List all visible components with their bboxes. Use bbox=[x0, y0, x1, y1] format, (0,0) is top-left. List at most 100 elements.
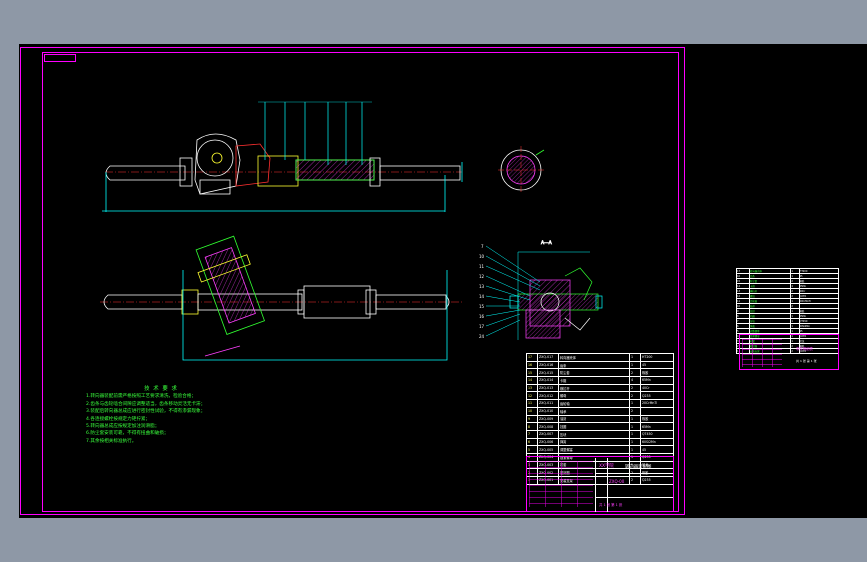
tech-line: 6.防尘套安装可靠，不得有扭曲和破损； bbox=[86, 431, 169, 437]
bom-cell-name: 调整螺塞 bbox=[558, 445, 630, 454]
bom-cell-name: 齿轮轴 bbox=[558, 399, 630, 408]
bom-cell-qty: 1 bbox=[629, 445, 641, 454]
bom-cell-code: ZXQ-011 bbox=[537, 399, 559, 408]
drawing-name: 转向器装配图 bbox=[625, 465, 652, 470]
bom-cell-name: 螺母 bbox=[558, 391, 630, 401]
bom-cell-qty: 1 bbox=[629, 422, 641, 431]
tech-line: 4.各连接螺栓按规定力矩拧紧； bbox=[86, 416, 151, 422]
bom-cell-mat: 45 bbox=[640, 360, 674, 370]
svg-text:14: 14 bbox=[479, 294, 485, 299]
bom-cell-qty: 1 bbox=[629, 437, 641, 447]
bom-cell-mat: 60Si2Mn bbox=[640, 437, 674, 447]
bom-cell-no: 14 bbox=[526, 376, 538, 385]
bom-cell-no: 16 bbox=[526, 360, 538, 370]
svg-text:10: 10 bbox=[479, 254, 485, 259]
detail-section-aa: A—A bbox=[509, 240, 603, 340]
svg-text:17: 17 bbox=[479, 324, 485, 329]
bom-cell-qty: 2 bbox=[629, 406, 641, 416]
bom-cell-code: ZXQ-007 bbox=[537, 429, 559, 439]
svg-text:16: 16 bbox=[479, 314, 485, 319]
detail-numbers: 7 10 11 12 13 14 15 16 17 24 bbox=[479, 244, 485, 339]
side-title: 零件明细表 bbox=[796, 347, 813, 351]
drawing-border-outer bbox=[20, 47, 685, 515]
bom-cell-name: 转向器壳体 bbox=[558, 353, 630, 362]
bom-cell-mat: 65Mn bbox=[640, 376, 674, 385]
svg-text:15: 15 bbox=[479, 304, 485, 309]
bom-cell-no: 5 bbox=[526, 445, 538, 454]
bom-cell-qty: 2 bbox=[629, 368, 641, 378]
top-view bbox=[102, 133, 463, 212]
bom-cell-mat: 20CrMnTi bbox=[640, 399, 674, 408]
bom-cell-code: ZXQ-014 bbox=[537, 376, 559, 385]
cad-viewport[interactable] bbox=[19, 44, 867, 518]
bom-cell-code: ZXQ-012 bbox=[537, 391, 559, 401]
bom-cell-qty: 1 bbox=[629, 353, 641, 362]
bom-cell-code: ZXQ-017 bbox=[537, 353, 559, 362]
tech-line: 3.装配后转向器总成应进行密封性试验，不得有渗漏现象； bbox=[86, 409, 206, 415]
svg-text:11: 11 bbox=[479, 264, 485, 269]
bom-cell-qty: 1 bbox=[629, 429, 641, 439]
bom-cell-name: 防尘套 bbox=[558, 368, 630, 378]
bom-cell-name: 卡箍 bbox=[558, 376, 630, 385]
side-title-block: 零件明细表 共 1 张 第 1 张 bbox=[739, 334, 839, 370]
rack-section-circle bbox=[498, 146, 546, 194]
svg-text:13: 13 bbox=[479, 284, 485, 289]
bom-cell-code: ZXQ-005 bbox=[537, 445, 559, 454]
leader-lines-top bbox=[258, 101, 372, 165]
bom-cell-mat: 橡胶 bbox=[640, 368, 674, 378]
bom-cell-no: 17 bbox=[526, 353, 538, 362]
bom-cell-name: 齿条 bbox=[558, 360, 630, 370]
bom-cell-no: 7 bbox=[526, 429, 538, 439]
bom-cell-name: 油封 bbox=[558, 414, 630, 424]
bom-cell-qty: 1 bbox=[629, 399, 641, 408]
bom-cell-code: ZXQ-016 bbox=[537, 360, 559, 370]
bom-cell-no: 6 bbox=[526, 437, 538, 447]
bom-cell-no: 11 bbox=[526, 399, 538, 408]
tech-line: 5.转向器总成应按规定加注润滑脂； bbox=[86, 424, 160, 430]
svg-text:12: 12 bbox=[479, 274, 485, 279]
svg-text:24: 24 bbox=[479, 334, 485, 339]
tech-line: 1.转向器装配前需严格按照工艺要求清洗，检验合格； bbox=[86, 394, 197, 400]
bom-cell-mat bbox=[640, 406, 674, 416]
bom-cell-qty: 2 bbox=[629, 383, 641, 393]
bom-cell-code: ZXQ-015 bbox=[537, 368, 559, 378]
bom-cell-code: ZXQ-008 bbox=[537, 422, 559, 431]
side-cell-mat: Q235 bbox=[798, 348, 840, 354]
bom-cell-name: 轴承 bbox=[558, 406, 630, 416]
bom-cell-code: ZXQ-009 bbox=[537, 414, 559, 424]
detail-leaders bbox=[485, 245, 541, 337]
side-sheet: 共 1 张 第 1 张 bbox=[796, 359, 817, 363]
bom-cell-code: ZXQ-013 bbox=[537, 383, 559, 393]
bom-cell-name: 挡圈 bbox=[558, 422, 630, 431]
title-grid bbox=[529, 461, 593, 507]
bom-cell-code: ZXQ-010 bbox=[537, 406, 559, 416]
bom-cell-mat: 橡胶 bbox=[640, 414, 674, 424]
bom-cell-qty: 1 bbox=[629, 360, 641, 370]
sheet-count: 共 1 张 第 1 张 bbox=[599, 503, 623, 507]
bom-cell-qty: 4 bbox=[629, 376, 641, 385]
bom-cell-no: 13 bbox=[526, 383, 538, 393]
bom-cell-mat: Q235 bbox=[640, 391, 674, 401]
tech-line: 2.齿条与齿轮啮合间隙应调整适当，齿条移动灵活无卡滞； bbox=[86, 401, 206, 407]
bom-cell-code: ZXQ-006 bbox=[537, 437, 559, 447]
drawing-number: ZXQ-00 bbox=[609, 479, 625, 484]
bom-cell-no: 9 bbox=[526, 414, 538, 424]
bom-cell-mat: 40Cr bbox=[640, 383, 674, 393]
bom-cell-no: 10 bbox=[526, 406, 538, 416]
svg-text:7: 7 bbox=[481, 244, 484, 249]
